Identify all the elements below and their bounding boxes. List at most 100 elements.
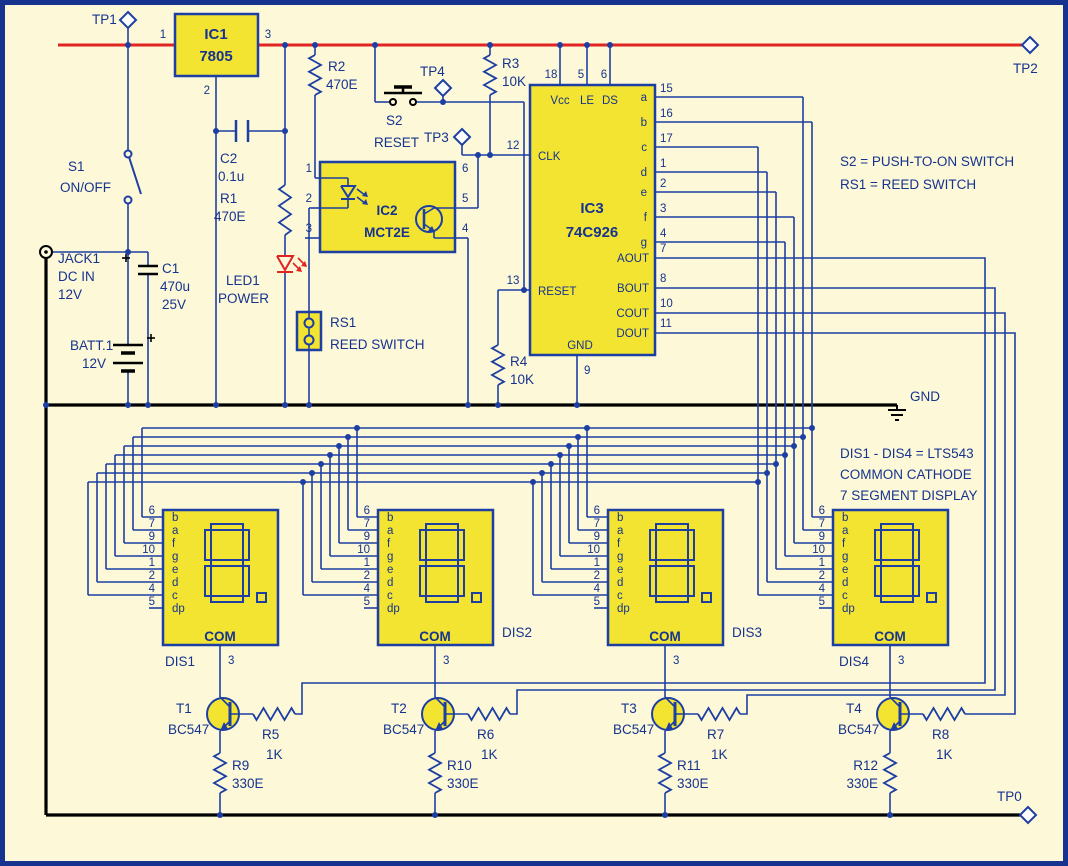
gnd-label: GND (910, 389, 940, 404)
junction-dot (475, 152, 481, 158)
transistor-part: BC547 (383, 722, 424, 737)
junction-dot (809, 425, 815, 431)
junction-dot (213, 128, 219, 134)
base-resistor-value: 1K (936, 747, 953, 762)
junction-dot (125, 42, 131, 48)
r3-value: 10K (502, 74, 526, 89)
display-pin-letter: f (842, 538, 846, 550)
display-pin-letter: b (387, 512, 393, 524)
display-pin-letter: g (172, 551, 178, 563)
display-pin-number: 2 (594, 570, 600, 582)
bout-wire (510, 287, 996, 715)
seg-d (210, 595, 244, 603)
batt1-ref: BATT.1 (70, 338, 113, 353)
display-pin-letter: g (387, 551, 393, 563)
junction-dot (125, 402, 131, 408)
junction-dot (465, 402, 471, 408)
seg-a (210, 523, 244, 531)
s2-ref: S2 (386, 113, 403, 128)
note-display-3: 7 SEGMENT DISPLAY (840, 488, 978, 503)
display-pin-number: 7 (819, 518, 825, 530)
ic2-pin-num: 2 (306, 193, 312, 205)
dout-wire (655, 332, 1016, 715)
display-body (606, 508, 725, 647)
junction-dot (566, 443, 572, 449)
ic3-pin-num: 13 (507, 275, 520, 287)
seg-c (242, 565, 250, 597)
seg-dp (256, 592, 267, 603)
r4-resistor (490, 344, 506, 386)
ic3-pin-num: 17 (660, 133, 673, 145)
seg-a (880, 523, 914, 531)
ic3-pin-num: 18 (545, 69, 558, 81)
r1-resistor (277, 184, 293, 236)
seg-b (912, 529, 920, 561)
transistor-ref: T1 (176, 701, 192, 716)
junction-dot (521, 287, 527, 293)
display-pin-number: 2 (819, 570, 825, 582)
tp0-diamond (1018, 805, 1038, 825)
jack1-ref: JACK1 (58, 251, 100, 266)
ic3-cout: COUT (616, 308, 649, 320)
junction-dot (217, 812, 223, 818)
ic3-clk: CLK (538, 151, 561, 163)
base-resistor-value: 1K (711, 747, 728, 762)
r3-ref: R3 (502, 56, 519, 71)
seg-g (655, 559, 689, 567)
display-pin-number: 9 (364, 531, 370, 543)
seg-e (419, 565, 427, 597)
junction-dot (764, 470, 770, 476)
junction-dot (372, 42, 378, 48)
tp1-label: TP1 (92, 12, 117, 27)
transistor-ref: T4 (846, 701, 862, 716)
display-pin-number: 5 (149, 596, 155, 608)
ic3-pin-num: 11 (660, 318, 672, 330)
display-pin-number: 6 (594, 505, 600, 517)
c1-value: 470u (160, 279, 190, 294)
transistor-ref: T2 (391, 701, 407, 716)
display-pin-letter: c (617, 590, 623, 602)
transistor-collector (219, 696, 231, 708)
seg-dp (471, 592, 482, 603)
display-pin-number: 6 (364, 505, 370, 517)
rs1-label: REED SWITCH (330, 337, 425, 352)
junction-dot (282, 128, 288, 134)
display-body (831, 508, 950, 647)
emitter-resistor (657, 752, 673, 794)
display-com-pin: 3 (898, 655, 904, 667)
display-pin-number: 10 (142, 544, 155, 556)
jack1-line3: 12V (58, 287, 82, 302)
ic3-pin-num: 10 (660, 298, 673, 310)
ic2-pin-num: 1 (306, 163, 312, 175)
seg-c (912, 565, 920, 597)
seg-dp (701, 592, 712, 603)
junction-dot (887, 812, 893, 818)
display-pin-number: 9 (149, 531, 155, 543)
emitter-resistor (427, 752, 443, 794)
seg-b (687, 529, 695, 561)
labels: TP1 TP2 TP3 TP4 TP0 GND IC1 7805 1 3 2 S… (58, 12, 1038, 804)
junction-dot (662, 812, 668, 818)
ic1-part: 7805 (199, 48, 232, 65)
junction-dot (487, 152, 493, 158)
display-pin-letter: e (617, 564, 623, 576)
display-pin-letter: c (387, 590, 393, 602)
display-pin-letter: f (172, 538, 176, 550)
junction-dot (791, 443, 797, 449)
note-switch-2: RS1 = REED SWITCH (840, 177, 976, 192)
base-resistor (922, 706, 966, 722)
emitter-resistor (882, 752, 898, 794)
ic2-light-arrowhead (362, 199, 368, 205)
display-pin-letter: dp (617, 603, 630, 615)
junction-dot (575, 434, 581, 440)
junction-dot (145, 402, 151, 408)
display-pin-letter: d (387, 577, 393, 589)
junction-dot (584, 425, 590, 431)
seg-f (874, 529, 882, 561)
junction-dot (557, 42, 563, 48)
ic2-pt-arrowhead (428, 226, 435, 232)
transistor-emitter-arrow (665, 722, 673, 731)
junction-dot (336, 443, 342, 449)
transistor-ref: T3 (621, 701, 637, 716)
display-pin-letter: d (172, 577, 178, 589)
